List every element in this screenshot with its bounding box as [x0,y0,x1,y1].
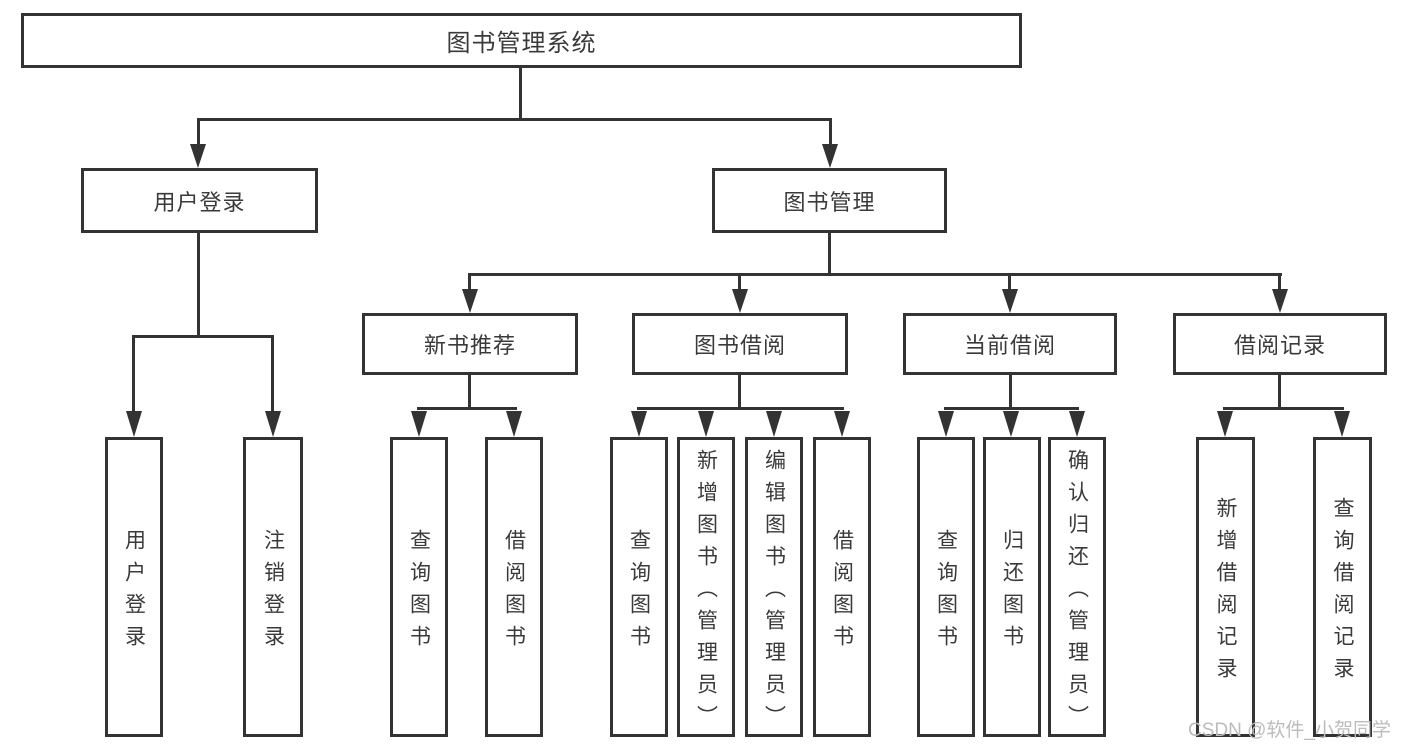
arrow-down-icon [1217,411,1233,437]
leaf-query-books-1: 查询图书 [390,437,448,737]
arrow-down-icon [1002,289,1018,313]
leaf-label: 用户登录 [122,528,146,657]
leaf-add-borrow-record: 新增借阅记录 [1196,437,1255,737]
node-book-management: 图书管理 [712,168,947,233]
connector-line [519,68,522,118]
arrow-down-icon [732,289,748,313]
node-book-borrow: 图书借阅 [632,313,848,375]
connector-line [197,118,832,121]
connector-line [132,335,274,338]
node-user-login: 用户登录 [81,168,318,233]
node-library-system: 图书管理系统 [21,13,1022,68]
leaf-query-borrow-record: 查询借阅记录 [1313,437,1372,737]
leaf-label: 借阅图书 [830,528,854,657]
connector-line [828,233,831,273]
node-label: 图书借阅 [693,333,786,358]
leaf-borrow-books-2: 借阅图书 [813,437,871,737]
arrow-down-icon [1272,289,1288,313]
leaf-label: 新增借阅记录 [1214,496,1237,689]
connector-line [1008,276,1011,291]
connector-line [829,121,832,146]
node-borrow-records: 借阅记录 [1173,313,1387,375]
arrow-down-icon [631,411,647,437]
connector-line [738,276,741,291]
leaf-label: 新增图书（管理员） [694,448,718,737]
node-label: 图书管理 [783,189,876,215]
connector-line [271,338,274,414]
node-current-borrow: 当前借阅 [903,313,1117,375]
leaf-label: 查询图书 [934,528,958,657]
node-new-book-recommend: 新书推荐 [362,313,578,375]
leaf-label: 借阅图书 [502,528,526,657]
connector-line [1278,276,1281,291]
arrow-down-icon [1069,411,1085,437]
node-label: 借阅记录 [1233,333,1326,358]
node-label: 当前借阅 [963,333,1056,358]
leaf-return-book: 归还图书 [983,437,1041,737]
arrow-down-icon [190,144,206,168]
node-label: 新书推荐 [423,333,516,358]
connector-line [468,273,1282,276]
csdn-watermark: CSDN @软件_小贺同学 [1188,720,1391,741]
leaf-confirm-return-admin: 确认归还（管理员） [1048,437,1106,737]
arrow-down-icon [822,144,838,168]
connector-line [132,338,135,414]
leaf-label: 注销登录 [261,528,285,657]
connector-line [468,276,471,291]
leaf-label: 查询借阅记录 [1331,496,1354,689]
arrow-down-icon [462,289,478,313]
connector-line [944,407,1079,410]
arrow-down-icon [411,411,427,437]
arrow-down-icon [265,411,281,437]
leaf-query-books-2: 查询图书 [610,437,668,737]
node-label: 用户登录 [153,189,246,215]
leaf-add-book-admin: 新增图书（管理员） [677,437,735,737]
leaf-label: 确认归还（管理员） [1065,448,1089,737]
leaf-logout: 注销登录 [243,437,303,737]
connector-line [468,375,471,407]
node-label: 图书管理系统 [446,30,597,57]
leaf-label: 归还图书 [1000,528,1024,657]
connector-line [197,233,200,335]
connector-line [738,375,741,407]
leaf-label: 查询图书 [407,528,431,657]
connector-line [1223,407,1344,410]
leaf-borrow-books-1: 借阅图书 [485,437,543,737]
leaf-edit-book-admin: 编辑图书（管理员） [745,437,803,737]
connector-line [1009,375,1012,407]
connector-line [197,121,200,146]
arrow-down-icon [126,411,142,437]
arrow-down-icon [834,411,850,437]
leaf-label: 编辑图书（管理员） [762,448,786,737]
connector-line [417,407,517,410]
arrow-down-icon [938,411,954,437]
arrow-down-icon [1003,411,1019,437]
leaf-label: 查询图书 [627,528,651,657]
connector-line [1278,375,1281,407]
arrow-down-icon [1334,411,1350,437]
leaf-user-login: 用户登录 [105,437,163,737]
arrow-down-icon [506,411,522,437]
arrow-down-icon [766,411,782,437]
connector-line [637,407,844,410]
arrow-down-icon [698,411,714,437]
leaf-query-books-3: 查询图书 [917,437,975,737]
